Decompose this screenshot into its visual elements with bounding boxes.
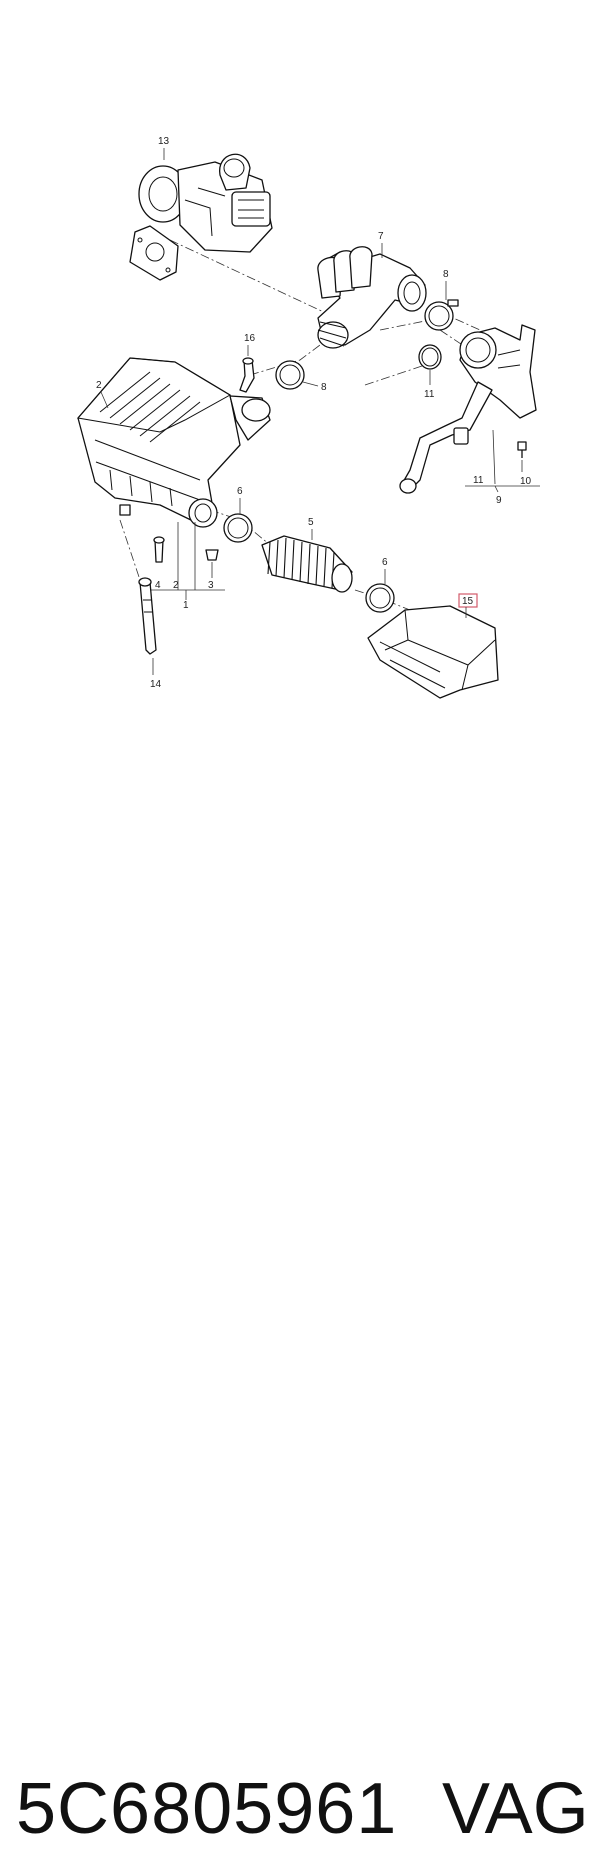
air-filter-housing: [77, 357, 271, 528]
assembly-lines: [119, 239, 481, 611]
callout-5: 5: [308, 517, 314, 528]
hose-clamp-left: [223, 513, 253, 543]
air-intake-scoop: [367, 605, 499, 699]
brand-label: VAG: [442, 1769, 589, 1849]
intake-pipe: [317, 246, 427, 349]
callout-11-right: 11: [473, 475, 484, 486]
callout-14: 14: [150, 679, 162, 690]
callout-7: 7: [378, 231, 384, 242]
callout-9: 9: [496, 495, 502, 506]
hose-clamp-right: [365, 583, 395, 613]
callout-1: 1: [183, 600, 189, 611]
corrugated-hose: [261, 535, 353, 593]
callout-3: 3: [208, 580, 214, 591]
callout-11-left: 11: [424, 389, 435, 400]
vent-hose: [239, 357, 255, 393]
callout-10: 10: [520, 476, 532, 487]
callout-13: 13: [158, 136, 170, 147]
part-number: 5C6805961: [16, 1769, 398, 1849]
callout-2: 2: [96, 380, 102, 391]
callout-15: 15: [462, 596, 474, 607]
callout-6-right: 6: [382, 557, 388, 568]
hose-clamp-upper: [424, 299, 459, 331]
highlighted-part-box: [458, 593, 478, 608]
callout-16: 16: [244, 333, 256, 344]
callout-6-left: 6: [237, 486, 243, 497]
callout-2-lower: 2: [173, 580, 179, 591]
o-ring: [418, 344, 442, 370]
callout-8-middle: 8: [321, 382, 327, 393]
hose-clamp-middle: [275, 360, 305, 390]
caption-bar: 5C6805961 VAG: [0, 880, 600, 1849]
support-rod: [138, 577, 157, 655]
fasteners: [153, 536, 219, 563]
callout-4: 4: [155, 580, 161, 591]
pcv-valve-assembly: [399, 324, 537, 494]
turbocharger: [129, 153, 273, 281]
callout-8-upper: 8: [443, 269, 449, 280]
exploded-parts-diagram: 13 7 8 11 10 11 9: [77, 136, 540, 699]
